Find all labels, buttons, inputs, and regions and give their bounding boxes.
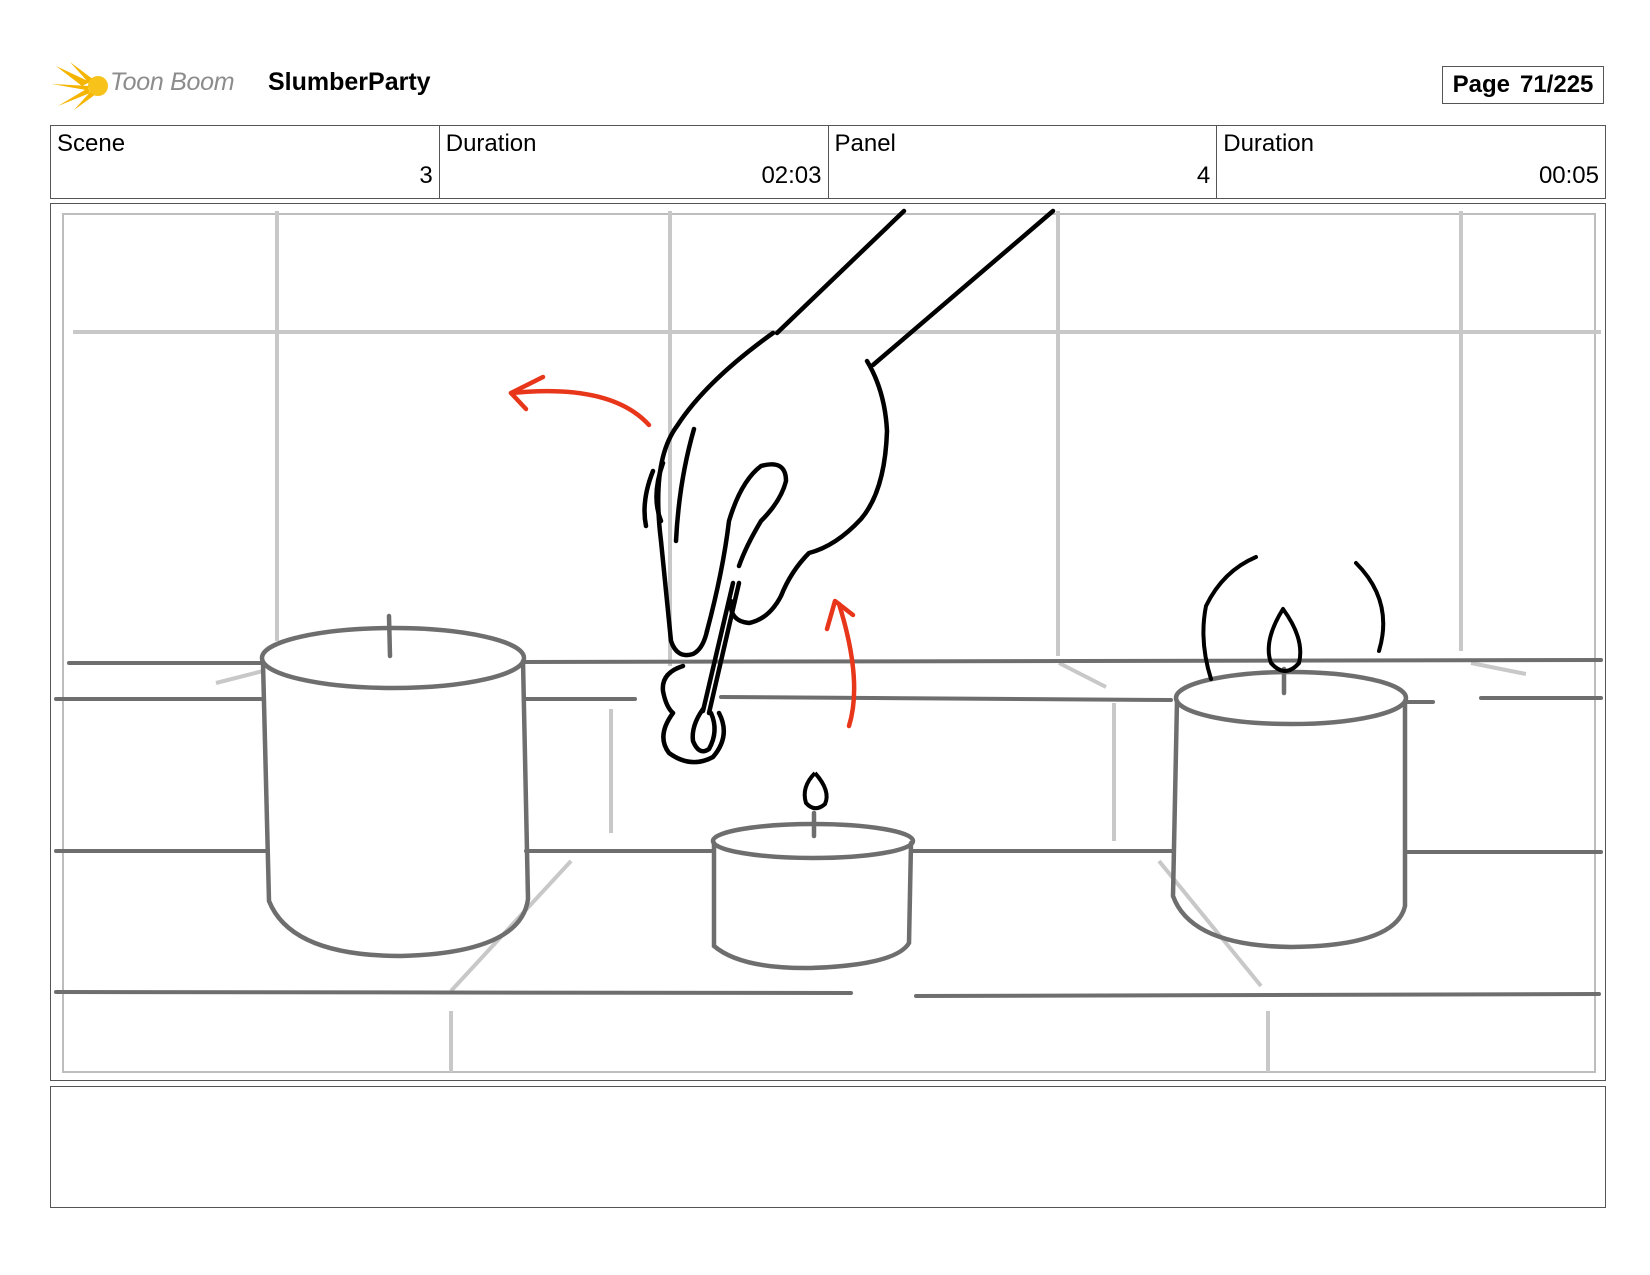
- small-candle-flame-icon: [802, 771, 829, 811]
- notes-box: [50, 1086, 1606, 1208]
- page-indicator: Page 71/225: [1442, 66, 1604, 104]
- project-title: SlumberParty: [268, 68, 431, 96]
- motion-arrow-icon: [508, 374, 652, 428]
- tile-wall-guides: [73, 211, 1601, 1072]
- panel-value: 4: [1196, 162, 1211, 189]
- storyboard-panel: [50, 203, 1606, 1081]
- panel-duration-value: 00:05: [1538, 162, 1599, 189]
- hand-holding-match-icon: [642, 208, 1056, 765]
- panel-label: Panel: [834, 130, 896, 157]
- motion-arrow-up-icon: [824, 598, 857, 729]
- candle-large-left: [259, 613, 531, 959]
- scene-value: 3: [419, 162, 433, 189]
- scene-duration-cell: Duration 02:03: [440, 126, 829, 198]
- toon-boom-logo-icon: [52, 62, 108, 110]
- logo-text: Toon Boom: [110, 68, 235, 96]
- shelf-lines: [54, 658, 1603, 998]
- info-table: Scene 3 Duration 02:03 Panel 4 Duration …: [50, 125, 1606, 199]
- candle-small-center: [710, 810, 916, 971]
- scene-label: Scene: [57, 130, 126, 157]
- candle-large-right: [1170, 666, 1409, 950]
- panel-duration-label: Duration: [1223, 130, 1314, 157]
- large-candle-flame-icon: [1201, 555, 1386, 681]
- safe-frame: [62, 213, 1596, 1073]
- panel-sketch: [54, 208, 1603, 1073]
- scene-duration-value: 02:03: [761, 162, 822, 189]
- scene-cell: Scene 3: [51, 126, 440, 198]
- scene-duration-label: Duration: [445, 130, 537, 157]
- page-label: Page: [1452, 71, 1510, 98]
- page-number: 71/225: [1519, 71, 1594, 98]
- panel-duration-cell: Duration 00:05: [1217, 126, 1605, 198]
- panel-cell: Panel 4: [829, 126, 1218, 198]
